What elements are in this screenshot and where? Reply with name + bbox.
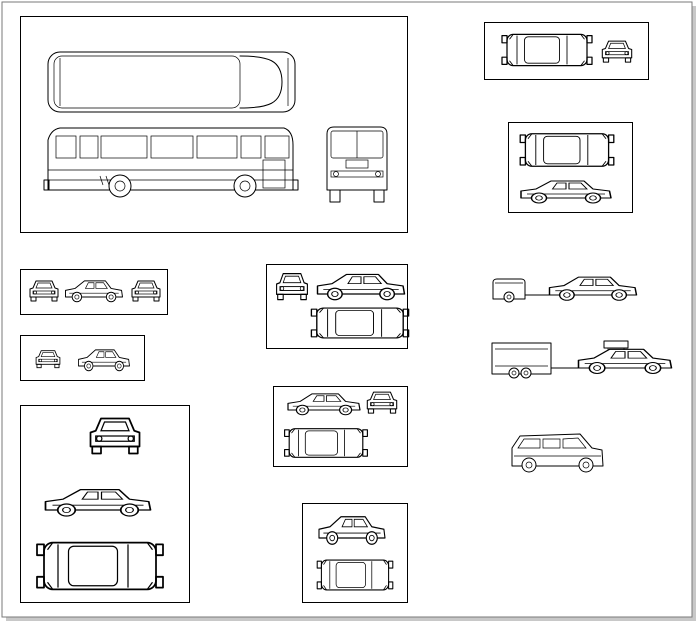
sedan-top-front-frame — [484, 22, 649, 80]
station-wagon-body — [511, 433, 604, 467]
bus-frame — [20, 16, 408, 233]
sedan-side-front-top-group — [273, 386, 408, 467]
bus-top-view — [47, 51, 296, 113]
bus-group — [20, 16, 408, 233]
station-wagon-group — [511, 433, 604, 473]
hatchback-group-1 — [266, 264, 410, 349]
sedan-side-front-top-frame — [273, 386, 408, 467]
car-horse-trailer-group — [491, 340, 673, 379]
small-trailer-body — [492, 278, 526, 300]
small-car-strip-frame — [20, 269, 168, 315]
large-sedan-frame — [20, 405, 190, 603]
compact-car-group — [20, 335, 145, 381]
sedan-top-side-group — [508, 122, 633, 213]
hatchback-frame-2 — [302, 503, 408, 603]
hatchback-group-2 — [302, 503, 408, 603]
roof-rack — [603, 340, 629, 349]
sedan-top-side-frame — [508, 122, 633, 213]
car-small-trailer-group — [492, 276, 638, 303]
bus-front-view — [326, 126, 388, 203]
large-sedan-group — [20, 405, 190, 603]
sedan-top-front-group — [484, 22, 649, 80]
small-car-strip-group — [20, 269, 168, 315]
sheet-border — [1, 1, 693, 618]
hatchback-frame-1 — [266, 264, 408, 349]
bus-side-view — [43, 127, 299, 198]
compact-car-frame — [20, 335, 145, 381]
